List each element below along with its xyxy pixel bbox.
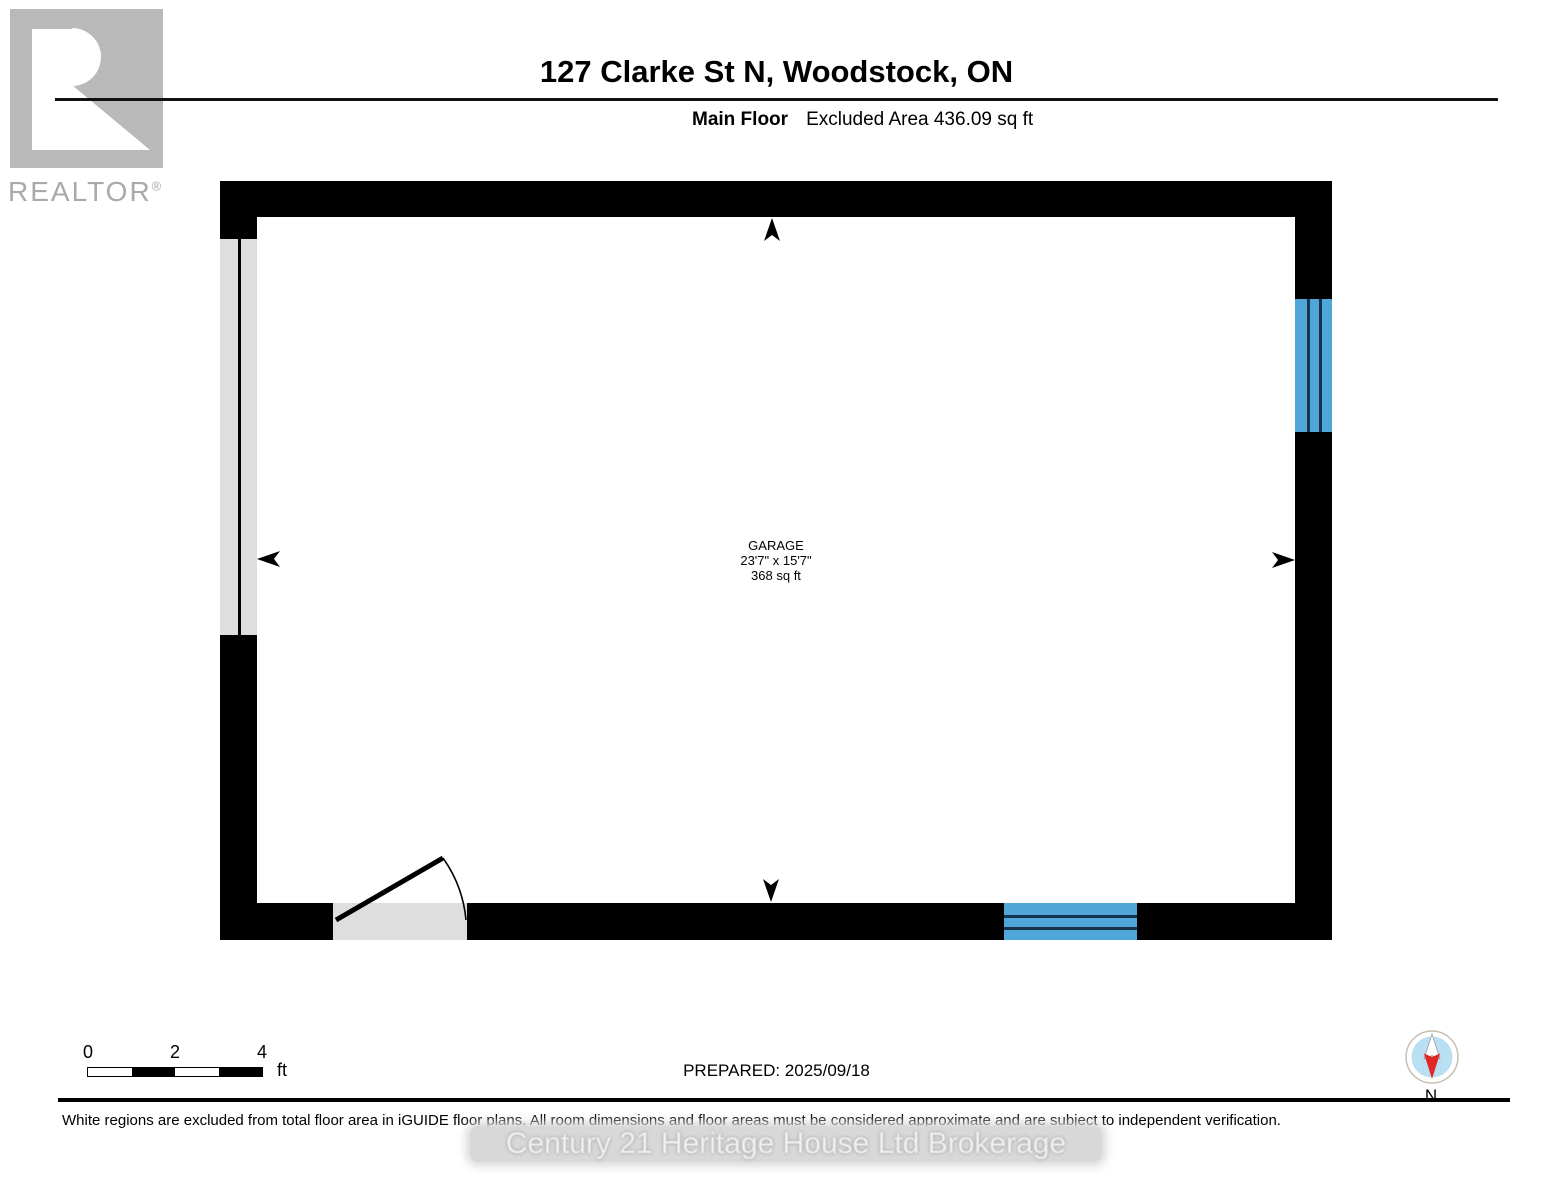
garage-door-panel-line xyxy=(238,239,241,635)
scale-segment xyxy=(88,1068,132,1076)
realtor-text: REALTOR xyxy=(8,176,152,207)
window-mullion xyxy=(1004,927,1137,930)
measure-arrow-up-icon xyxy=(764,218,780,241)
realtor-wordmark: REALTOR® xyxy=(8,176,163,208)
floor-plan: GARAGE 23'7" x 15'7" 368 sq ft xyxy=(220,181,1332,940)
realtor-logo-r-stem xyxy=(32,29,72,150)
excluded-area-label: Excluded Area 436.09 sq ft xyxy=(806,109,1034,130)
registered-mark: ® xyxy=(151,178,164,194)
scale-segment xyxy=(218,1068,262,1076)
disclaimer-text: White regions are excluded from total fl… xyxy=(62,1112,1281,1129)
measure-arrow-left-icon xyxy=(257,551,280,567)
wall-right xyxy=(1295,181,1332,940)
window-mullion xyxy=(1004,915,1137,918)
wall-top xyxy=(220,181,1332,217)
prepared-date: PREPARED: 2025/09/18 xyxy=(683,1061,870,1080)
window-bottom xyxy=(1004,903,1137,940)
scale-segment xyxy=(175,1068,219,1076)
window-right xyxy=(1295,299,1332,432)
page-title: 127 Clarke St N, Woodstock, ON xyxy=(539,54,1014,89)
room-name: GARAGE xyxy=(748,538,804,553)
room-label: GARAGE 23'7" x 15'7" 368 sq ft xyxy=(740,538,811,583)
scale-tick-0: 0 xyxy=(83,1042,94,1062)
window-mullion xyxy=(1307,299,1310,432)
scale-tick-4: 4 xyxy=(257,1042,268,1062)
compass-north-label: N xyxy=(1424,1086,1438,1105)
compass-icon xyxy=(1405,1030,1459,1084)
realtor-logo-r-bowl xyxy=(72,28,101,86)
title-divider xyxy=(55,98,1498,101)
footer-divider xyxy=(58,1098,1510,1102)
brokerage-watermark: Century 21 Heritage House Ltd Brokerage xyxy=(470,1126,1102,1162)
room-dimensions: 23'7" x 15'7" xyxy=(740,553,812,568)
measure-arrow-down-icon xyxy=(763,879,779,902)
door-opening-bottom xyxy=(333,903,467,940)
realtor-logo-r-leg xyxy=(72,85,150,150)
compass-needle-white xyxy=(1423,1032,1441,1060)
garage-door-left xyxy=(220,239,257,635)
scale-tick-2: 2 xyxy=(170,1042,181,1062)
realtor-logo xyxy=(10,9,163,168)
compass-needle-red xyxy=(1424,1053,1440,1079)
room-area: 368 sq ft xyxy=(751,568,801,583)
floor-label: Main Floor xyxy=(692,109,789,130)
scale-unit: ft xyxy=(277,1060,288,1080)
measure-arrow-right-icon xyxy=(1272,552,1295,568)
scale-bar xyxy=(87,1067,263,1077)
scale-segment xyxy=(131,1068,175,1076)
window-mullion xyxy=(1319,299,1322,432)
floor-subtitle: Main Floor Excluded Area 436.09 sq ft xyxy=(692,109,1033,131)
